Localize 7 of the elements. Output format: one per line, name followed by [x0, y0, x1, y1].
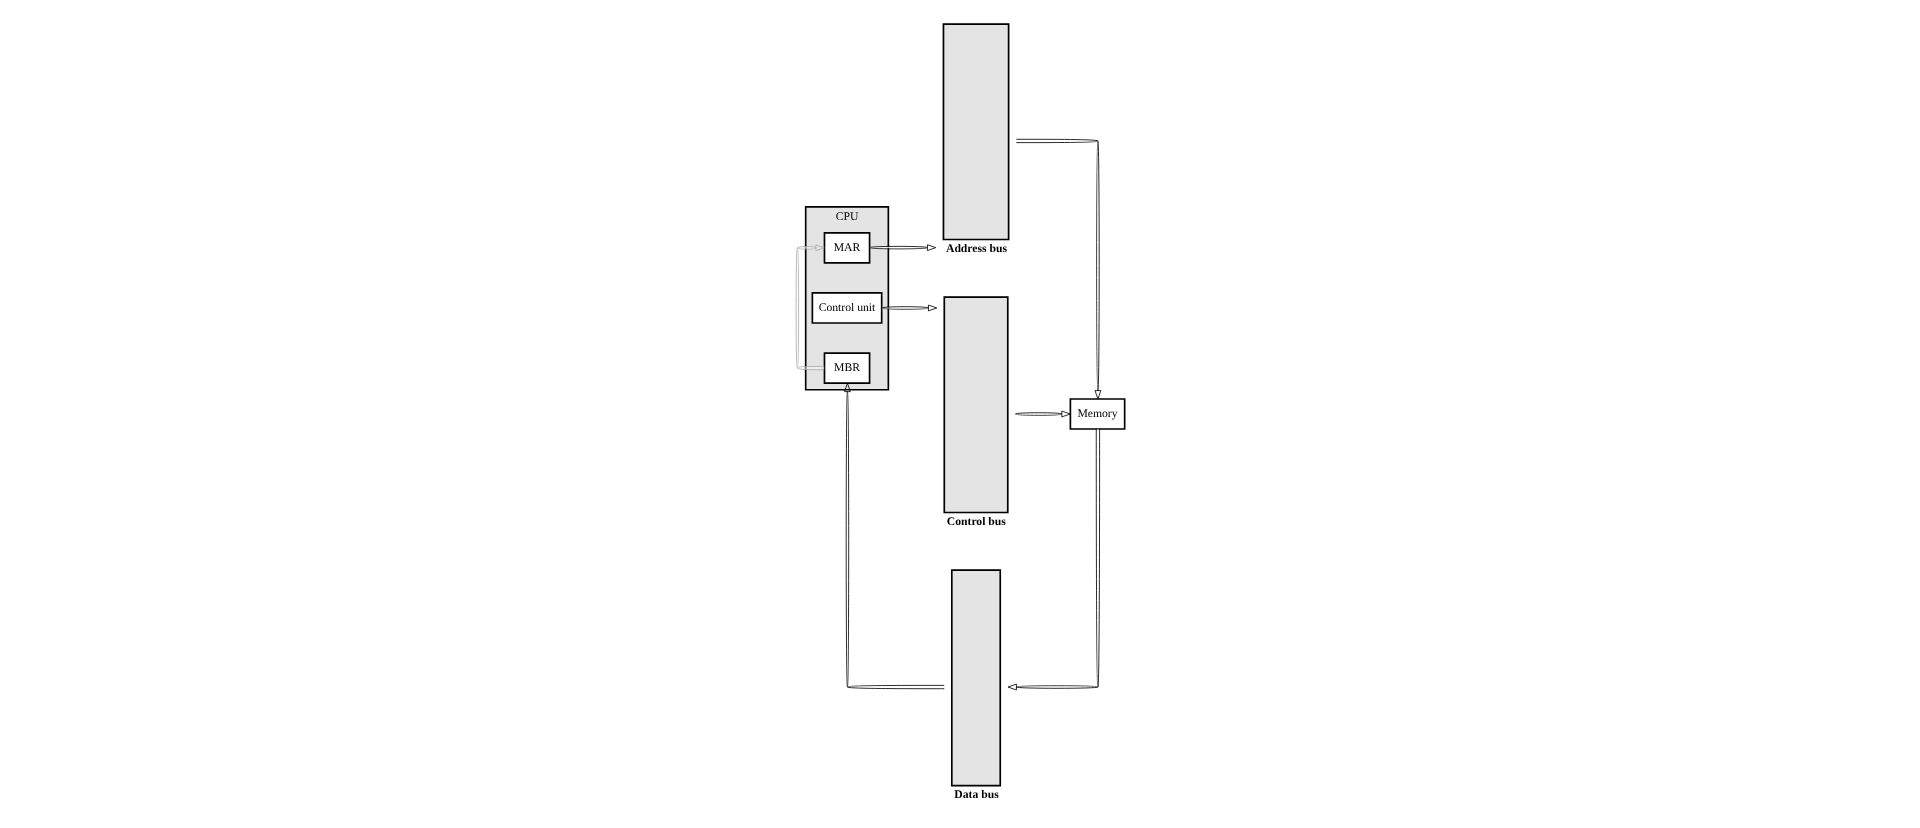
arrow: [794, 244, 824, 371]
arrow: [868, 244, 936, 251]
arrow: [843, 382, 944, 690]
arrow: [1006, 428, 1100, 691]
arrow: [1014, 138, 1101, 400]
arrow: [880, 304, 937, 312]
arrow: [1014, 410, 1070, 418]
